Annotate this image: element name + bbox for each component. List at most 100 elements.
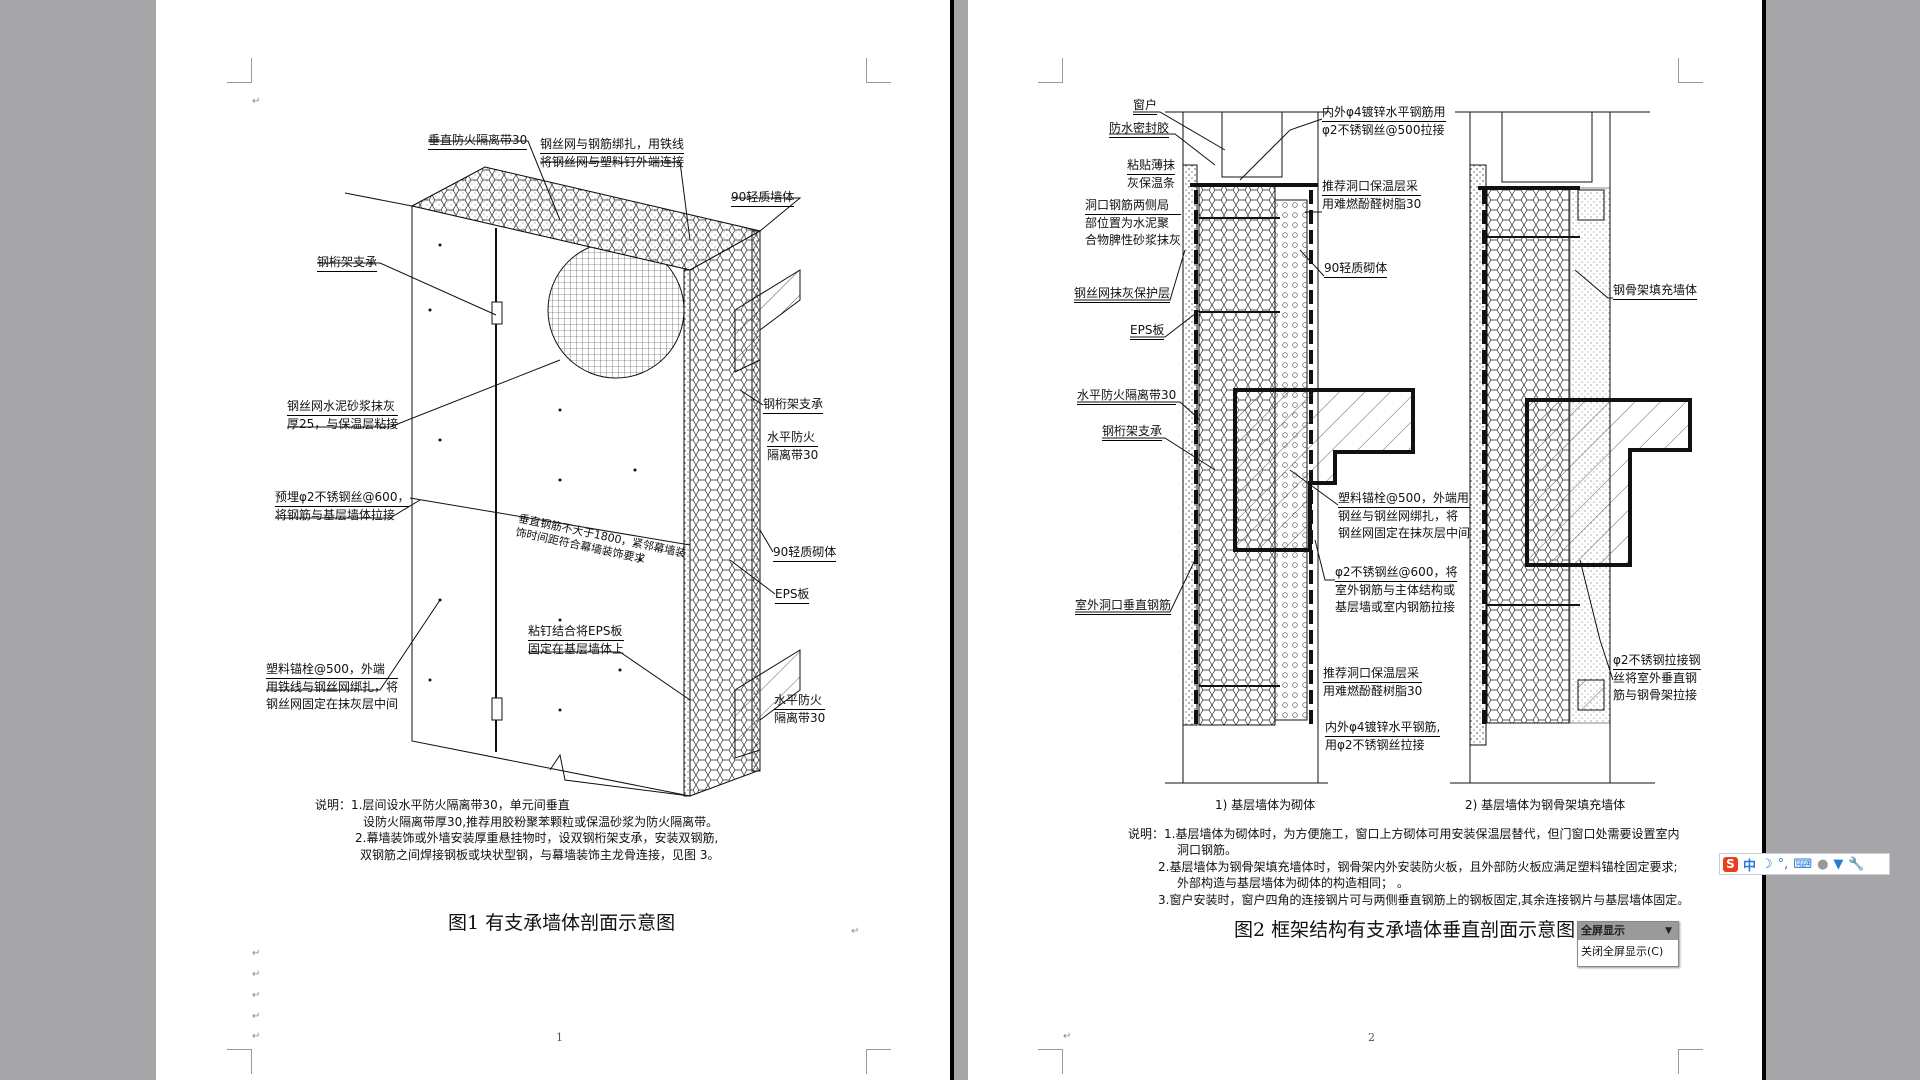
callout-anchor: 塑料锚栓@500，外端用铁线与钢丝网绑扎，将钢丝网固定在抹灰层中间	[266, 661, 399, 713]
figure-2-section-masonry	[1074, 111, 1415, 784]
moon-icon[interactable]: ☽	[1761, 856, 1773, 872]
callout-line: 钢丝网固定在抹灰层中间	[1338, 526, 1471, 540]
chevron-down-icon: ▼	[1665, 926, 1672, 936]
fig2-note-line: 外部构造与基层墙体为砌体的构造相同； 。	[1177, 876, 1409, 890]
sub-caption-2: 2) 基层墙体为钢骨架填充墙体	[1465, 798, 1626, 812]
callout-eps: EPS板	[775, 586, 810, 604]
callout-truss2: 钢桁架支承	[763, 396, 824, 414]
fig1-note-line: 2.幕墙装饰或外墙安装厚重悬挂物时，设双钢桁架支承，安装双钢筋,	[355, 831, 719, 845]
crop-mark	[866, 58, 891, 83]
close-fullscreen-button[interactable]: 关闭全屏显示(C)	[1581, 945, 1664, 958]
callout-line: 用铁线与钢丝网绑扎，将	[266, 680, 399, 694]
callout-line: 合物脾性砂浆抹灰	[1085, 233, 1182, 247]
crop-mark	[866, 1049, 891, 1074]
callout-eps: EPS板	[1130, 322, 1165, 340]
fig2-note-line: 说明：1.基层墙体为砌体时，为方便施工，窗口上方砌体可用安装保温层替代，但门窗口…	[1128, 827, 1680, 841]
wrench-icon[interactable]: 🔧	[1848, 856, 1865, 872]
callout-phenol2: 推荐洞口保温层采用难燃酚醛树脂30	[1323, 665, 1423, 700]
callout-line: 钢丝网抹灰保护层	[1074, 285, 1171, 303]
callout-line: 钢骨架填充墙体	[1613, 282, 1698, 300]
callout-line: 固定在基层墙体上	[528, 642, 625, 656]
callout-line: EPS板	[775, 586, 810, 604]
callout-line: 粘贴薄抹	[1127, 157, 1176, 175]
callout-line: 推荐洞口保温层采	[1322, 178, 1422, 196]
callout-line: 钢桁架支承	[1102, 423, 1163, 441]
paragraph-mark-icon: ↵	[252, 1011, 261, 1022]
skin-icon[interactable]: ▼	[1833, 856, 1844, 872]
callout-hfire: 水平防火隔离带30	[1077, 387, 1177, 405]
callout-line: 厚25，与保温层粘接	[287, 417, 399, 431]
callout-opening: 洞口钢筋两侧局部位置为水泥聚合物脾性砂浆抹灰	[1085, 197, 1182, 249]
callout-line: 90轻质砌体	[1324, 260, 1388, 278]
callout-hfire2: 水平防火隔离带30	[774, 692, 826, 727]
callout-line: 钢丝网与钢筋绑扎，用铁线	[540, 136, 685, 154]
punctuation-icon[interactable]: °,	[1777, 856, 1789, 872]
ime-toolbar: S 中 ☽ °, ⌨ ● ▼ 🔧	[1719, 853, 1890, 875]
crop-mark	[227, 1049, 252, 1074]
page-edge	[1762, 0, 1766, 1080]
callout-phenol1: 推荐洞口保温层采用难燃酚醛树脂30	[1322, 178, 1422, 213]
callout-line: 丝将室外垂直钢	[1613, 671, 1698, 685]
callout-line: 内外φ4镀锌水平钢筋,	[1325, 719, 1441, 737]
callout-line: 预埋φ2不锈钢丝@600，	[275, 489, 410, 507]
callout-glue: 粘钉结合将EPS板固定在基层墙体上	[528, 623, 625, 658]
fullscreen-dropdown[interactable]: 全屏显示 ▼	[1578, 922, 1678, 940]
fig2-note-line: 2.基层墙体为钢骨架填充墙体时，钢骨架内外安装防火板，且外部防火板应满足塑料锚栓…	[1158, 860, 1678, 874]
crop-mark	[1038, 1049, 1063, 1074]
page-edge	[950, 0, 954, 1080]
callout-line: 90轻质砌体	[773, 544, 837, 562]
callout-line: 筋与钢骨架拉接	[1613, 688, 1698, 702]
callout-line: 推荐洞口保温层采	[1323, 665, 1423, 683]
callout-truss1: 钢桁架支承	[317, 254, 378, 272]
callout-line: 用难燃酚醛树脂30	[1323, 684, 1423, 698]
callout-wall90: 90轻质墙体	[731, 189, 795, 207]
crop-mark	[227, 58, 252, 83]
page-number: 1	[556, 1031, 563, 1044]
figure-1-title: 图1 有支承墙体剖面示意图	[448, 912, 676, 934]
callout-line: φ2不锈钢丝@600，将	[1335, 564, 1458, 582]
callout-line: 内外φ4镀锌水平钢筋用	[1322, 104, 1446, 122]
figure-2-title: 图2 框架结构有支承墙体垂直剖面示意图	[1234, 919, 1576, 941]
callout-line: 钢丝与钢丝网绑扎，将	[1338, 509, 1459, 523]
paragraph-mark-icon: ↵	[252, 969, 261, 980]
ime-mode-toggle[interactable]: 中	[1743, 858, 1757, 874]
callout-line: 隔离带30	[774, 711, 826, 725]
fig2-note-line: 3.窗户安装时，窗户四角的连接钢片可与两侧垂直钢筋上的钢板固定,其余连接钢片与基…	[1158, 893, 1690, 907]
callout-line: 用难燃酚醛树脂30	[1322, 197, 1422, 211]
keyboard-icon[interactable]: ⌨	[1793, 856, 1813, 872]
callout-embed: 预埋φ2不锈钢丝@600，将钢筋与基层墙体拉接	[275, 489, 410, 524]
user-icon[interactable]: ●	[1817, 856, 1829, 872]
crop-mark	[1678, 1049, 1703, 1074]
callout-line: 室外钢筋与主体结构或	[1335, 583, 1456, 597]
callout-line: 钢桁架支承	[317, 254, 378, 272]
callout-line: 窗户	[1133, 97, 1158, 115]
sogou-logo-icon[interactable]: S	[1723, 856, 1738, 872]
callout-vbar: 室外洞口垂直钢筋	[1075, 597, 1172, 615]
crop-mark	[1038, 58, 1063, 83]
callout-line: 90轻质墙体	[731, 189, 795, 207]
paragraph-mark-icon: ↵	[252, 948, 261, 959]
callout-line: 钢丝网固定在抹灰层中间	[266, 697, 399, 711]
callout-steeltie: φ2不锈钢拉接钢丝将室外垂直钢筋与钢骨架拉接	[1613, 652, 1701, 704]
fig1-note-line: 双钢筋之间焊接钢板或块状型钢，与幕墙装饰主龙骨连接，见图 3。	[360, 848, 720, 862]
callout-masonry90: 90轻质砌体	[773, 544, 837, 562]
callout-steelfill: 钢骨架填充墙体	[1613, 282, 1698, 300]
callout-window: 窗户	[1133, 97, 1158, 115]
callout-line: 塑料锚栓@500，外端用	[1338, 490, 1471, 508]
callout-line: 室外洞口垂直钢筋	[1075, 597, 1172, 615]
callout-seal: 防水密封胶	[1109, 120, 1170, 138]
callout-line: 钢丝网水泥砂浆抹灰	[287, 398, 399, 416]
callout-vfire: 垂直防火隔离带30	[428, 132, 528, 150]
figure-2-section-steel-frame	[1450, 111, 1692, 784]
callout-line: 粘钉结合将EPS板	[528, 623, 625, 641]
callout-line: 基层墙或室内钢筋拉接	[1335, 600, 1456, 614]
callout-strip: 粘贴薄抹灰保温条	[1127, 157, 1176, 192]
callout-line: 水平防火隔离带30	[1077, 387, 1177, 405]
callout-anchor: 塑料锚栓@500，外端用钢丝与钢丝网绑扎，将钢丝网固定在抹灰层中间	[1338, 490, 1471, 542]
callout-line: 垂直防火隔离带30	[428, 132, 528, 150]
callout-line: 灰保温条	[1127, 176, 1176, 190]
callout-wire600: φ2不锈钢丝@600，将室外钢筋与主体结构或基层墙或室内钢筋拉接	[1335, 564, 1458, 616]
fig1-note-line: 设防火隔离带厚30,推荐用胶粉聚苯颗粒或保温砂浆为防火隔离带。	[363, 815, 719, 829]
